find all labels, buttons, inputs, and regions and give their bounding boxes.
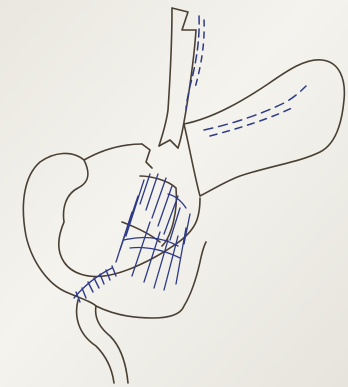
anatomy-drawing <box>0 0 348 387</box>
surgical-sketch-canvas <box>0 0 348 387</box>
paper-background <box>0 0 348 387</box>
